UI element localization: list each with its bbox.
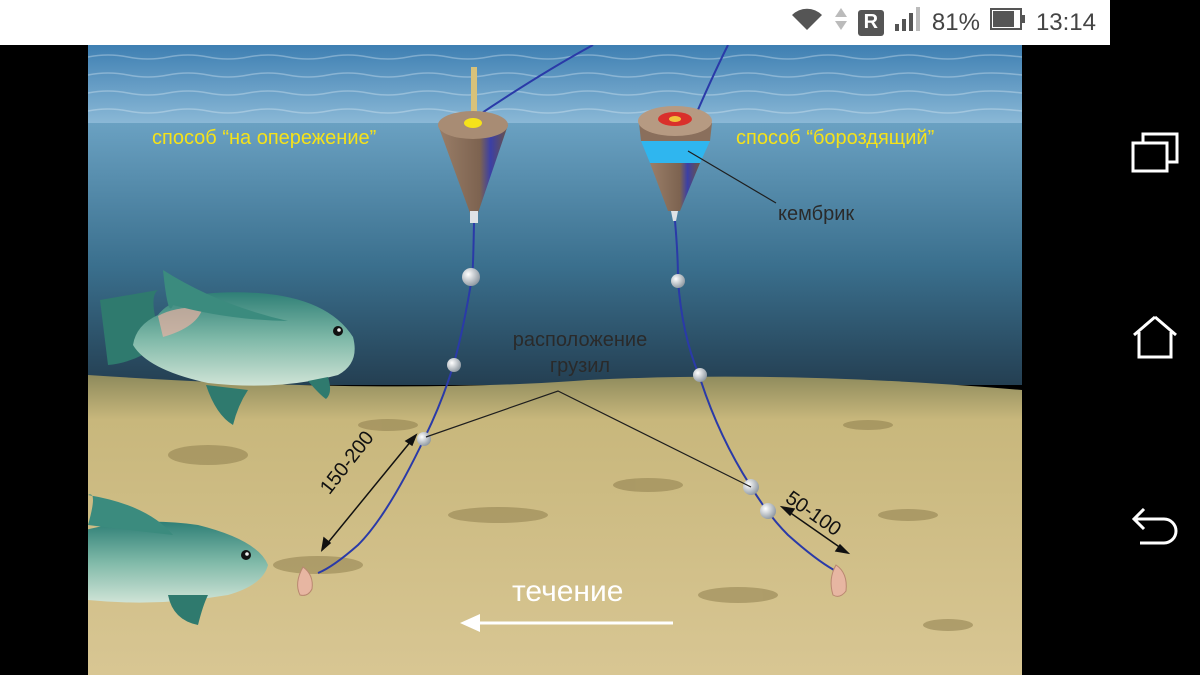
right-sinker-2: [693, 368, 707, 382]
left-float-antenna: [471, 67, 477, 117]
left-bait: [297, 566, 313, 596]
fish-upper: [100, 270, 355, 425]
fish-upper-dorsal-fin: [163, 270, 288, 321]
clock: 13:14: [1035, 8, 1096, 36]
left-method-label: способ “на опережение”: [152, 127, 377, 149]
left-sinker-2: [447, 358, 461, 372]
cambric-pointer-line: [687, 150, 777, 204]
status-icons: R 81% 13:14: [790, 0, 1096, 45]
right-float: [638, 106, 712, 221]
right-sinker-4: [760, 503, 776, 519]
weights-label: расположение грузил: [490, 327, 670, 379]
left-sinker-1: [462, 268, 480, 286]
battery-icon: [989, 6, 1026, 39]
roaming-badge: R: [857, 9, 884, 36]
back-icon: [1131, 507, 1178, 545]
fishing-diagram: способ “на опережение” способ “бороздящи…: [88, 45, 1022, 675]
navigation-bar: [1110, 0, 1200, 675]
recent-apps-button[interactable]: [1130, 127, 1180, 177]
home-icon: [1133, 315, 1177, 359]
current-arrow: [460, 614, 673, 632]
left-sinker-3: [417, 432, 431, 446]
status-bar: R 81% 13:14: [0, 0, 1110, 45]
left-distance-marker: [320, 433, 418, 552]
back-button[interactable]: [1130, 500, 1180, 550]
right-method-label: способ “бороздящий”: [736, 127, 935, 149]
cambric-label: кембрик: [778, 203, 855, 225]
home-button[interactable]: [1130, 312, 1180, 362]
fish-lower-dorsal-fin: [88, 494, 173, 535]
weights-label-line2: грузил: [549, 355, 611, 377]
riverbed: [88, 375, 1022, 675]
signal-icon: [894, 6, 922, 39]
cambric-band: [641, 141, 710, 163]
battery-percent: 81%: [931, 8, 980, 36]
surface-ripples: [88, 54, 1022, 114]
weights-label-line1: расположение: [512, 329, 648, 351]
fish-lower: [88, 494, 268, 625]
diagram-canvas: [88, 45, 1022, 675]
right-bait: [830, 564, 847, 597]
current-label: течение: [512, 575, 624, 608]
left-float: [438, 67, 508, 223]
riverbed-texture: [168, 419, 973, 631]
data-arrows-icon: [834, 6, 848, 39]
sinker-weights: [417, 268, 776, 519]
right-distance-marker: [779, 505, 851, 555]
left-rod-line: [472, 45, 594, 120]
water-surface: [88, 45, 1022, 123]
weights-pointer-lines: [425, 390, 752, 488]
wifi-icon: [790, 6, 824, 39]
right-sinker-1: [671, 274, 685, 288]
recent-apps-icon: [1131, 132, 1179, 173]
